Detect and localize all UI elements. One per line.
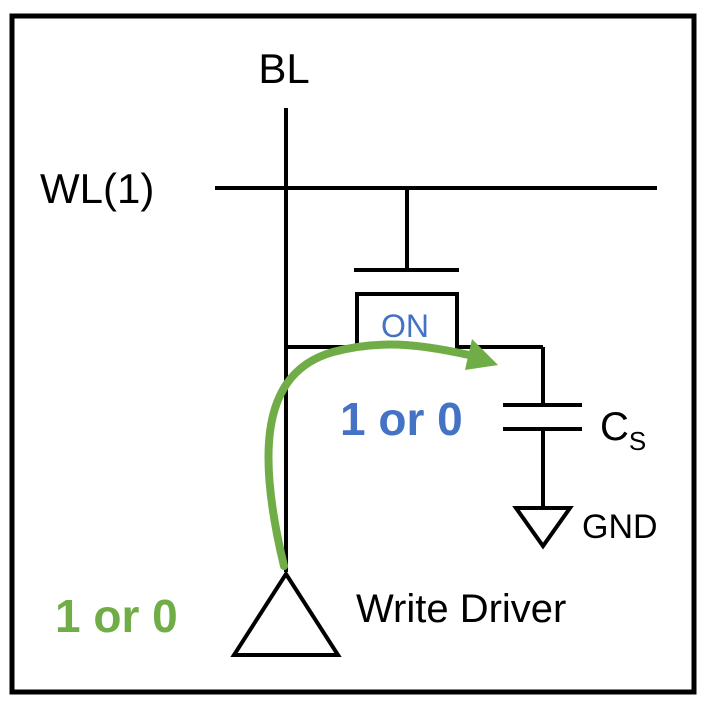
- write-path-arrowhead: [465, 339, 498, 370]
- diagram-border: [9, 13, 697, 695]
- write-driver-triangle: [230, 570, 342, 657]
- cell-value-label: 1 or 0: [340, 393, 463, 445]
- write-driver-label: Write Driver: [356, 587, 566, 631]
- transistor-state-label: ON: [381, 308, 429, 344]
- capacitor-label: CS: [600, 405, 646, 456]
- wordline-label: WL(1): [40, 165, 154, 212]
- write-path-arrow: [264, 340, 482, 570]
- ground-symbol: [512, 506, 574, 550]
- bitline-label: BL: [258, 45, 309, 92]
- driver-value-label: 1 or 0: [55, 590, 178, 642]
- capacitor-label-sub: S: [629, 426, 646, 456]
- ground-label: GND: [582, 508, 658, 546]
- capacitor-label-main: C: [600, 405, 629, 449]
